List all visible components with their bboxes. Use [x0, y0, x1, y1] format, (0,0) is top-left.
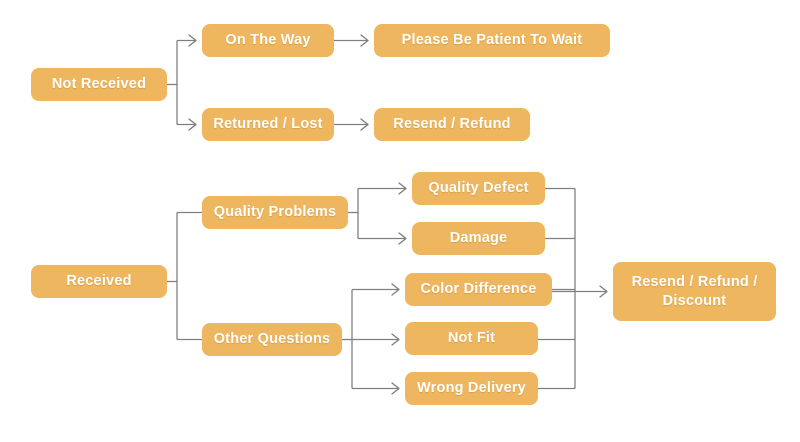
arrowhead-resend-refund [360, 118, 369, 131]
node-color-difference[interactable]: Color Difference [405, 273, 552, 306]
arrowhead-color-difference [391, 283, 400, 296]
arrowhead-wrong-delivery [391, 382, 400, 395]
node-not-fit[interactable]: Not Fit [405, 322, 538, 355]
node-please-be-patient-to-wait[interactable]: Please Be Patient To Wait [374, 24, 610, 57]
node-damage[interactable]: Damage [412, 222, 545, 255]
node-resend-refund[interactable]: Resend / Refund [374, 108, 530, 141]
node-returned-lost[interactable]: Returned / Lost [202, 108, 334, 141]
node-other-questions[interactable]: Other Questions [202, 323, 342, 356]
arrowhead-please-wait [360, 34, 369, 47]
node-wrong-delivery[interactable]: Wrong Delivery [405, 372, 538, 405]
arrowhead-resend-refund-discount [599, 285, 608, 298]
arrowhead-not-fit [391, 333, 400, 346]
arrowhead-damage [398, 232, 407, 245]
arrowhead-on-the-way [188, 34, 197, 47]
node-quality-problems[interactable]: Quality Problems [202, 196, 348, 229]
node-quality-defect[interactable]: Quality Defect [412, 172, 545, 205]
node-on-the-way[interactable]: On The Way [202, 24, 334, 57]
node-not-received[interactable]: Not Received [31, 68, 167, 101]
arrowhead-returned-lost [188, 118, 197, 131]
node-received[interactable]: Received [31, 265, 167, 298]
node-resend-refund-discount[interactable]: Resend / Refund / Discount [613, 262, 776, 321]
arrowhead-quality-defect [398, 182, 407, 195]
